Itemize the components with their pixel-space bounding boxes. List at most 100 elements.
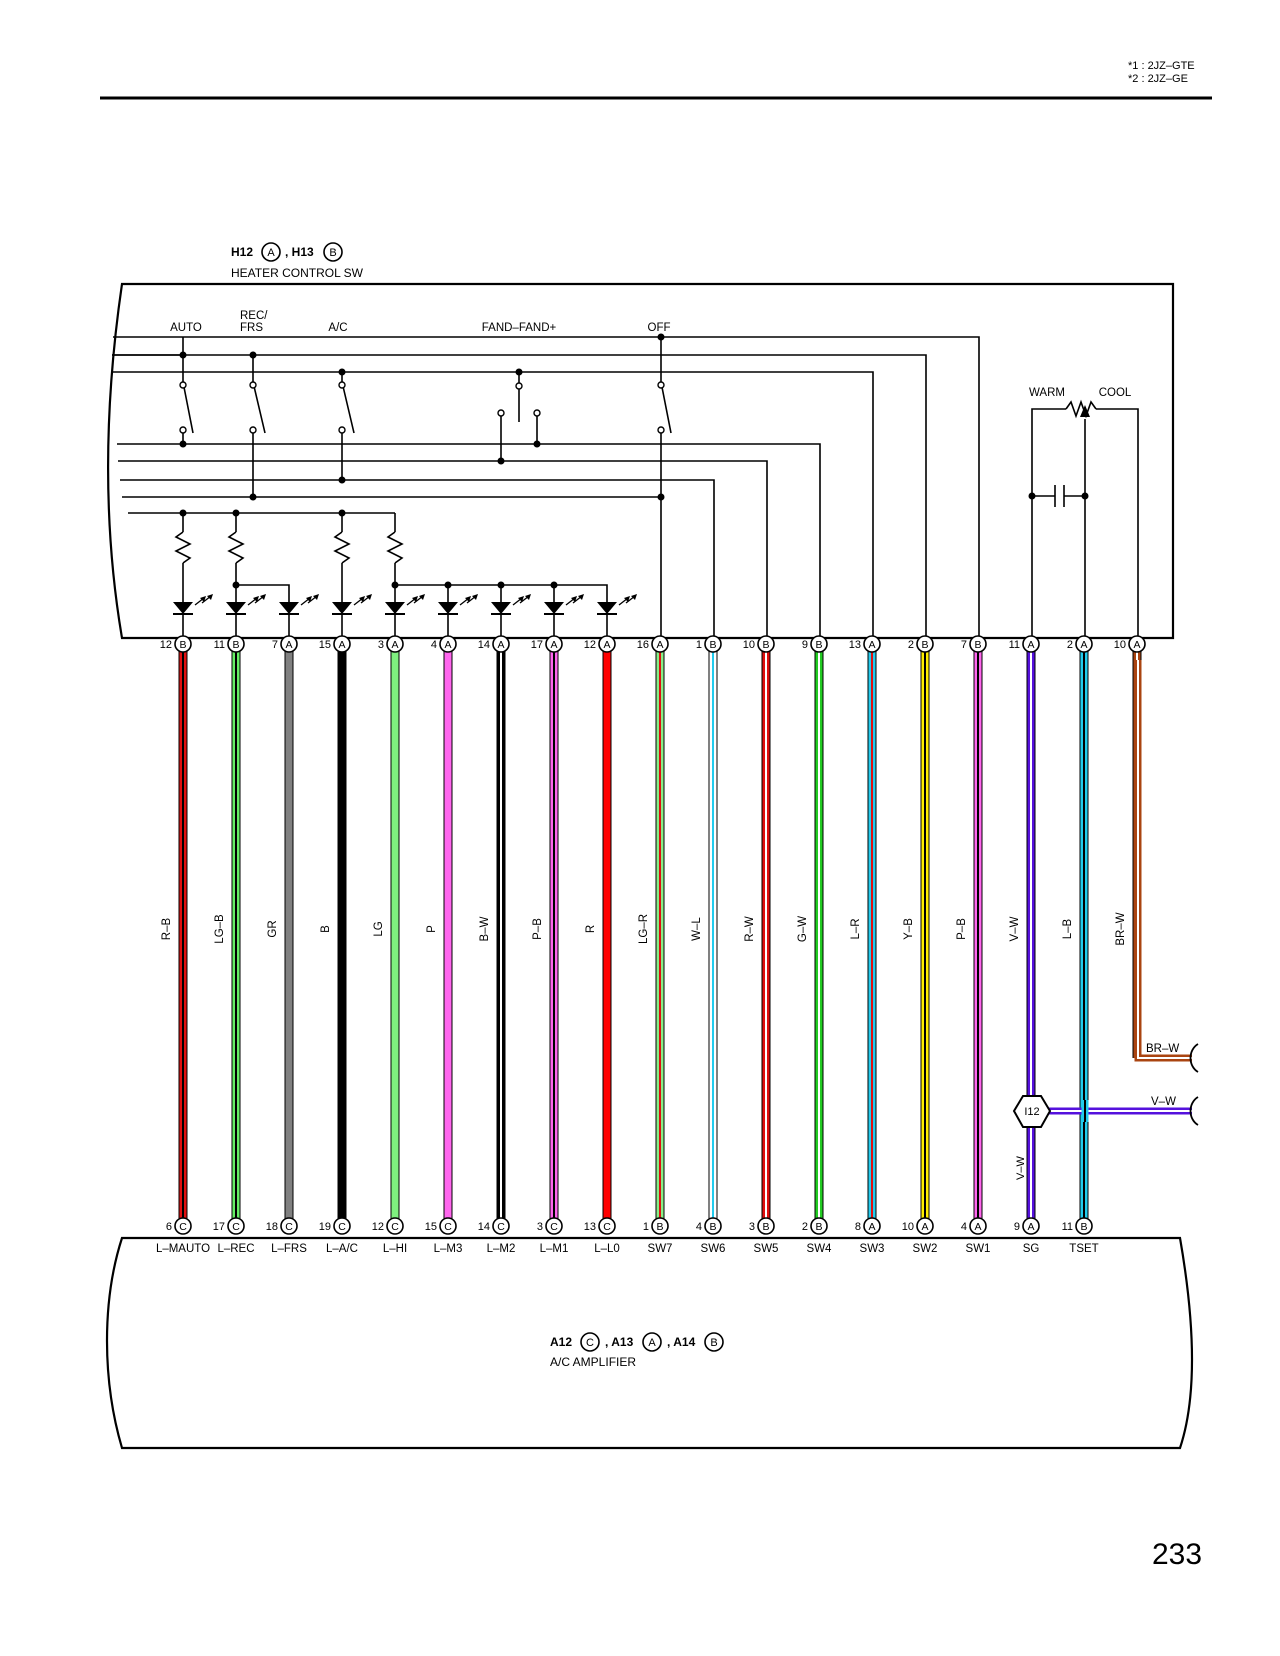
led-4 [332,602,352,614]
heater-switch-part-2: , H13 [285,245,314,259]
top-connector-badge [386,635,404,653]
wire-color-code: Y–B [903,918,915,940]
wire-color-code: LG [373,921,385,936]
wire-color-code: P–B [532,918,544,940]
wire-color-code: BR–W [1115,912,1127,945]
top-connector-letter: B [179,639,186,651]
top-connector-badge [916,635,934,653]
top-connector-badge [492,635,510,653]
bottom-connector-letter: A [1027,1221,1034,1233]
heater-connector-b-letter: B [329,247,336,259]
wire-color-code: LG–B [214,914,226,944]
bottom-connector-letter: B [656,1221,663,1233]
terminal-label: L–REC [217,1243,254,1255]
bottom-connector-letter: B [762,1221,769,1233]
bottom-connector-badge [863,1217,881,1235]
terminal-label: L–M2 [487,1243,516,1255]
bottom-connector-badge [1075,1217,1093,1235]
bottom-pin-number: 17 [213,1221,225,1233]
top-connector-badge [651,635,669,653]
led-ray-head [525,594,531,600]
led-7 [491,602,511,614]
terminal-label: L–M1 [540,1243,569,1255]
page-number: 233 [1152,1538,1203,1571]
terminal-label: SW5 [754,1243,779,1255]
led-6 [438,602,458,614]
bottom-pin-number: 13 [584,1221,596,1233]
bottom-connector-badge [1022,1217,1040,1235]
bottom-connector-letter: A [921,1221,928,1233]
top-connector-letter: A [1080,639,1087,651]
wire-color-code: R [585,925,597,933]
bottom-connector-badge [598,1217,616,1235]
terminal-label: SW3 [860,1243,885,1255]
wire-color-code: R–B [161,917,173,940]
top-pin-number: 11 [214,639,225,651]
amplifier-b-badge [704,1332,724,1352]
switch-label-fan: FAND–FAND+ [482,322,557,334]
top-pin-number: 12 [160,639,172,651]
bottom-connector-badge [545,1217,563,1235]
heater-connector-b-badge [323,242,343,262]
bottom-connector-badge [969,1217,987,1235]
bottom-connector-letter: C [497,1221,505,1233]
bottom-connector-letter: A [868,1221,875,1233]
wire-color-code: G–W [797,916,809,942]
bottom-connector-badge [333,1217,351,1235]
bus-sw5 [118,460,768,642]
led-ray-head [313,594,319,600]
terminal-label: SG [1023,1243,1040,1255]
bottom-connector-letter: B [1080,1221,1087,1233]
switch-label-off: OFF [648,322,671,334]
bottom-pin-number: 19 [319,1221,331,1233]
bottom-pin-number: 9 [1014,1221,1020,1233]
top-connector-letter: A [656,639,663,651]
amplifier-c-letter: C [586,1337,594,1349]
wire-color-code: L–B [1062,918,1074,939]
switch-label-rec: REC/ [240,310,268,322]
bottom-pin-number: 1 [643,1221,649,1233]
vw-exit-label: V–W [1151,1096,1176,1108]
top-pin-number: 7 [961,639,967,651]
indicator-leds [173,594,637,615]
top-connector-letter: B [974,639,981,651]
wire-color-code: LG–R [638,914,650,944]
led-9 [597,602,617,614]
terminal-label: SW4 [807,1243,833,1255]
bottom-pin-number: 12 [372,1221,384,1233]
heater-switch-box [107,282,1175,640]
wire-color-code: R–W [744,916,756,942]
top-pin-number: 3 [378,639,384,651]
wire-color-code: P–B [956,918,968,940]
amplifier-b-letter: B [710,1337,717,1349]
bottom-connector-badge [916,1217,934,1235]
led-ray-head [631,594,637,600]
top-pin-number: 7 [272,639,278,651]
bottom-connector-letter: C [444,1221,452,1233]
top-connector-badge [757,635,775,653]
amplifier-part-1: A12 [550,1335,572,1349]
bottom-connector-badge [757,1217,775,1235]
bottom-pin-number: 6 [166,1221,172,1233]
bus-sw3 [112,371,874,642]
amplifier-part-3: , A14 [667,1335,696,1349]
brw-exit-label: BR–W [1146,1043,1179,1055]
bottom-connector-badge [492,1217,510,1235]
bottom-connector-letter: C [391,1221,399,1233]
amplifier-part-2: , A13 [605,1335,634,1349]
top-connector-letter: B [709,639,716,651]
bottom-connector-badge [174,1217,192,1235]
splice-i12-label: I12 [1024,1106,1039,1118]
switch-label-cool: COOL [1099,387,1132,399]
bottom-connector-letter: B [815,1221,822,1233]
terminal-label: SW6 [701,1243,726,1255]
top-connector-letter: A [444,639,451,651]
top-connector-letter: B [762,639,769,651]
terminal-label: SW1 [966,1243,991,1255]
wire-color-code: V–W [1009,916,1021,941]
bottom-pin-number: 4 [696,1221,702,1233]
top-pin-number: 9 [802,639,808,651]
top-pin-number: 16 [637,639,649,651]
bottom-pin-number: 11 [1062,1221,1073,1233]
bottom-connector-letter: C [232,1221,240,1233]
